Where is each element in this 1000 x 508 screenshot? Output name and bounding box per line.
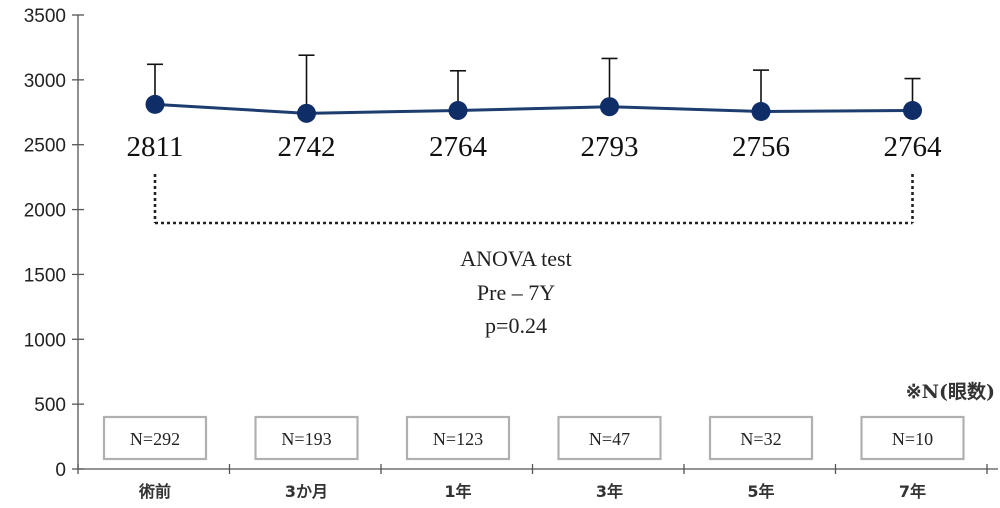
n-box	[860, 415, 965, 461]
data-label: 2793	[581, 131, 639, 163]
markers	[145, 94, 922, 123]
anova-bracket	[153, 174, 914, 225]
x-tick-label: 3か月	[285, 482, 328, 501]
y-tick-label: 500	[34, 395, 66, 416]
data-point	[297, 103, 316, 123]
n-box-label: N=32	[740, 429, 781, 449]
annotation-line-2: Pre – 7Y	[477, 280, 555, 305]
annotation-line-1: ANOVA test	[460, 246, 571, 271]
n-box-label: N=47	[589, 429, 630, 449]
y-tick-label: 2500	[24, 136, 66, 157]
n-boxes: N=292 N=193 N=123 N=47 N=32 N=10	[102, 415, 965, 461]
data-label: 2811	[127, 131, 184, 163]
x-tick-label: 5年	[747, 482, 774, 501]
x-tick-label: 3年	[596, 482, 623, 501]
n-box	[557, 415, 662, 461]
data-label: 2742	[278, 131, 336, 163]
data-labels: 2811 2742 2764 2793 2756 2764	[127, 131, 942, 163]
n-box	[102, 415, 208, 461]
y-axis: 0 500 1000 1500 2000 2500 3000 3500	[24, 6, 84, 481]
n-box	[405, 415, 511, 461]
n-box-label: N=292	[130, 429, 180, 449]
n-box-label: N=123	[433, 429, 483, 449]
data-point	[600, 97, 619, 117]
x-tick-label: 1年	[444, 482, 471, 501]
x-axis: 術前 3か月 1年 3年 5年 7年	[77, 464, 998, 501]
y-tick-label: 3000	[24, 71, 66, 92]
y-tick-label: 2000	[24, 201, 66, 222]
series-line	[154, 102, 913, 115]
error-bars	[147, 54, 921, 114]
y-tick-label: 1500	[24, 265, 66, 286]
n-note: ※N(眼数)	[906, 380, 995, 403]
x-tick-label: 7年	[899, 482, 926, 501]
data-label: 2764	[884, 131, 943, 163]
n-box-label: N=10	[892, 429, 933, 449]
data-point	[751, 102, 771, 122]
n-box	[254, 415, 359, 461]
data-label: 2764	[429, 131, 488, 163]
series-polyline	[154, 102, 913, 115]
data-point	[903, 100, 922, 120]
data-point	[448, 100, 468, 120]
x-tick-label: 術前	[138, 482, 171, 501]
y-tick-label: 0	[55, 460, 66, 481]
annotation-line-3: p=0.24	[485, 313, 547, 338]
n-box	[708, 415, 814, 461]
data-point	[145, 94, 165, 114]
y-tick-label: 3500	[24, 6, 66, 27]
y-tick-label: 1000	[24, 330, 66, 351]
anova-annotation: ANOVA test Pre – 7Y p=0.24	[460, 246, 571, 338]
data-label: 2756	[732, 131, 790, 163]
n-box-label: N=193	[281, 429, 331, 449]
